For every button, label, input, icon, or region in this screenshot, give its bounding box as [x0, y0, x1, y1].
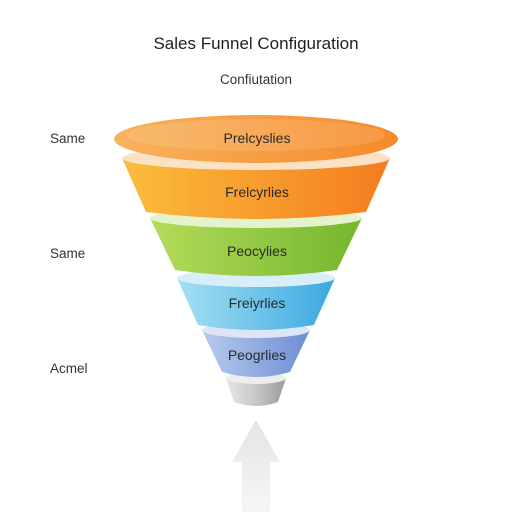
funnel-stage-4: Freiyrlies — [177, 269, 335, 330]
page-title: Sales Funnel Configuration — [153, 34, 359, 53]
stage-label-2: Frelcyrlies — [225, 184, 289, 200]
side-label-1: Same — [50, 131, 86, 146]
stage-label-4: Freiyrlies — [229, 295, 286, 311]
up-arrow-icon — [232, 420, 280, 512]
funnel-stage-1: Prelcyslies — [114, 115, 398, 163]
side-label-2: Same — [50, 246, 86, 261]
funnel-spout — [226, 372, 286, 406]
stage-label-3: Peocylies — [227, 243, 287, 259]
side-label-3: Acmel — [50, 361, 88, 376]
stage-label-5: Peogrlies — [228, 347, 286, 363]
funnel-stage-5: Peogrlies — [202, 322, 310, 377]
page-subtitle: Confiutation — [219, 72, 293, 87]
stage-label-1: Prelcyslies — [224, 130, 291, 146]
